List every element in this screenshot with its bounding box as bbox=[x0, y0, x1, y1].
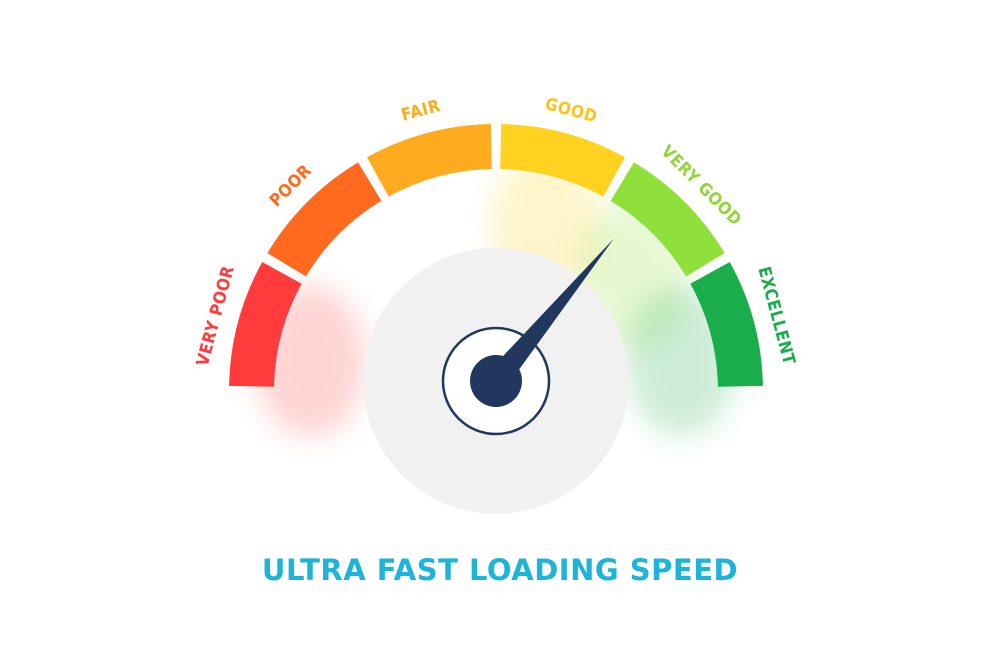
segment-good bbox=[500, 124, 626, 197]
label-excellent: EXCELLENT bbox=[753, 265, 798, 368]
label-fair: FAIR bbox=[399, 96, 443, 126]
segment-poor bbox=[267, 162, 382, 277]
caption-title: ULTRA FAST LOADING SPEED bbox=[261, 553, 739, 587]
needle-hub bbox=[470, 355, 522, 407]
gauge-segments bbox=[229, 124, 763, 387]
segment-very-poor bbox=[229, 261, 302, 387]
label-good: GOOD bbox=[543, 94, 600, 127]
segment-excellent bbox=[690, 261, 763, 387]
segment-very-good bbox=[610, 162, 725, 277]
gauge-needle bbox=[486, 238, 614, 389]
segment-fair bbox=[366, 124, 492, 197]
